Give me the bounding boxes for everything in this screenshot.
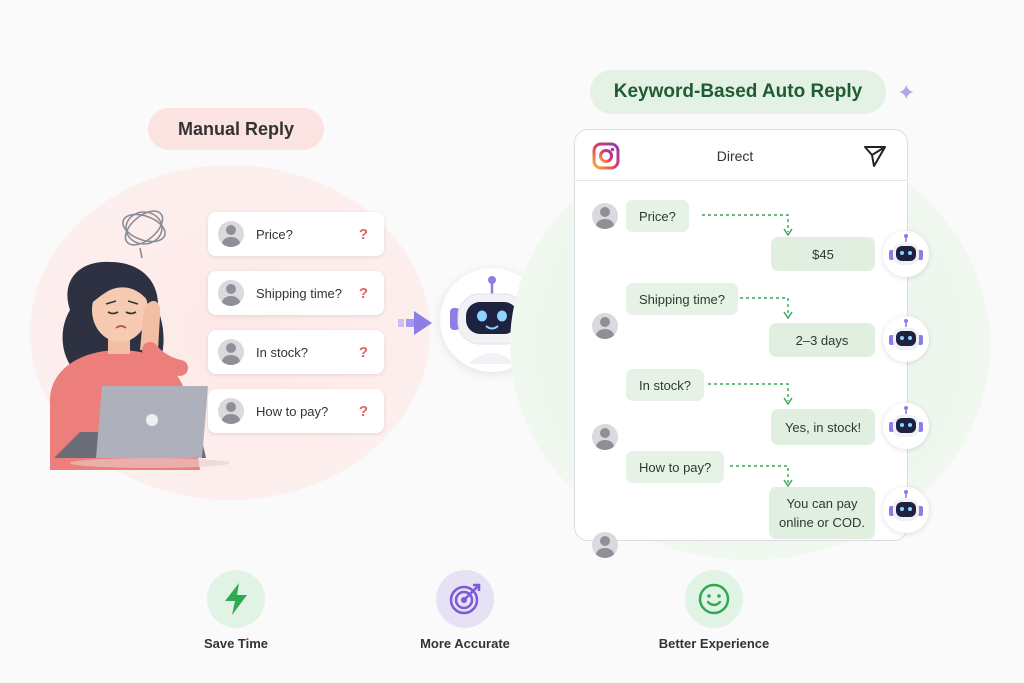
dm-header — [574, 129, 908, 181]
robot-icon — [889, 406, 923, 437]
user-avatar — [218, 221, 244, 247]
feature-label: More Accurate — [420, 636, 510, 651]
arrow-right-icon — [398, 311, 432, 335]
question-mark-icon: ? — [358, 343, 368, 361]
lightning-icon — [225, 583, 247, 615]
question-mark-icon: ? — [358, 225, 368, 243]
reply-connector-arrow — [730, 465, 793, 488]
feature-label: Better Experience — [658, 636, 770, 651]
question-text: Price? — [256, 226, 293, 242]
manual-reply-title: Manual Reply — [148, 108, 324, 150]
question-text: How to pay? — [256, 403, 329, 419]
auto-reply-title: Keyword-Based Auto Reply — [590, 70, 886, 114]
instagram-icon[interactable] — [592, 142, 620, 170]
sparkle-icon: ✦ — [897, 80, 916, 105]
reply-connector-arrow — [740, 297, 793, 320]
question-mark-icon: ? — [358, 284, 368, 302]
robot-icon — [889, 490, 923, 521]
robot-icon — [889, 319, 923, 350]
user-avatar — [592, 532, 618, 558]
target-icon — [449, 583, 481, 615]
user-avatar — [218, 280, 244, 306]
chatbot-avatar — [883, 487, 929, 533]
user-avatar — [592, 424, 618, 450]
answer-bubble: $45 — [771, 237, 875, 271]
question-text: Shipping time? — [256, 285, 342, 301]
answer-bubble: Yes, in stock! — [771, 409, 875, 445]
question-bubble: How to pay? — [626, 451, 725, 483]
question-card: In stock? ? — [208, 330, 384, 374]
tangled-thought-icon — [122, 210, 166, 259]
stressed-woman-illustration — [50, 210, 230, 470]
question-card: How to pay? ? — [208, 389, 384, 433]
reply-connector-arrow — [708, 383, 793, 406]
question-text: In stock? — [256, 344, 309, 360]
reply-connector-arrow — [702, 214, 793, 237]
answer-line: You can pay — [786, 496, 858, 511]
feature-label: Save Time — [203, 636, 269, 651]
question-card: Shipping time? ? — [208, 271, 384, 315]
question-mark-icon: ? — [358, 402, 368, 420]
user-avatar — [592, 313, 618, 339]
send-icon[interactable] — [862, 143, 888, 169]
user-avatar — [218, 339, 244, 365]
answer-bubble: 2–3 days — [769, 323, 875, 357]
feature-save-time — [207, 570, 265, 628]
dm-title: Direct — [716, 148, 754, 164]
question-bubble: In stock? — [626, 369, 705, 401]
chatbot-avatar — [883, 403, 929, 449]
feature-better-experience — [685, 570, 743, 628]
chatbot-avatar — [883, 231, 929, 277]
question-bubble: Price? — [626, 200, 689, 232]
chatbot-avatar — [883, 316, 929, 362]
robot-icon — [889, 234, 923, 265]
smiley-icon — [698, 583, 730, 615]
answer-line: online or COD. — [779, 515, 865, 530]
user-avatar — [592, 203, 618, 229]
user-avatar — [218, 398, 244, 424]
answer-bubble: You can pay online or COD. — [769, 487, 875, 539]
question-bubble: Shipping time? — [626, 283, 738, 315]
question-card: Price? ? — [208, 212, 384, 256]
feature-more-accurate — [436, 570, 494, 628]
